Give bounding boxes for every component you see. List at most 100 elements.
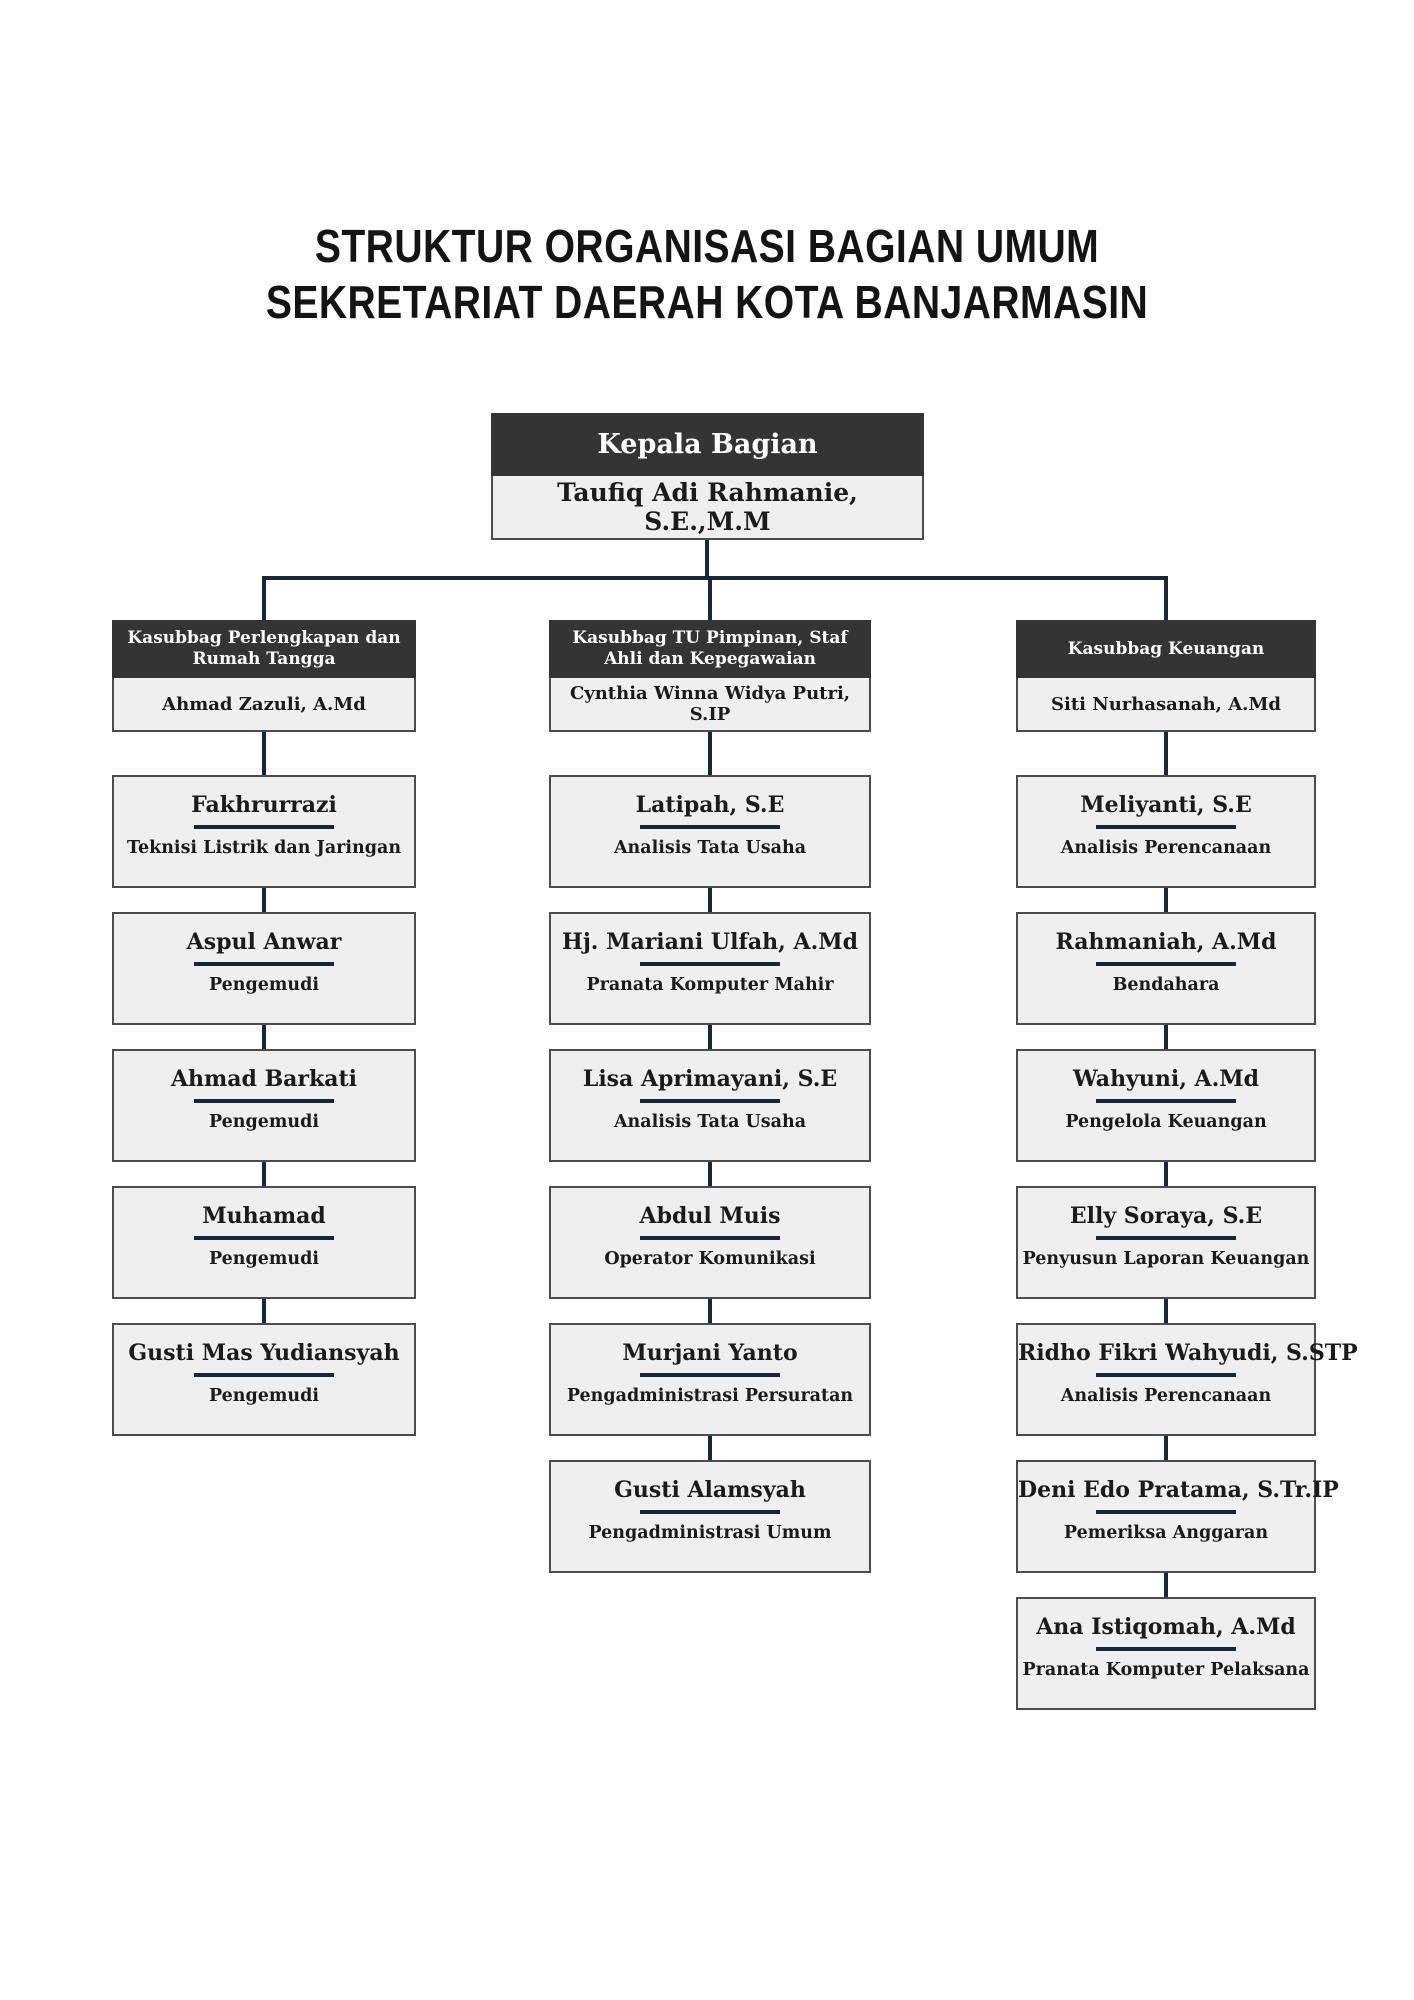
org-column: Kasubbag TU Pimpinan, Staf Ahli dan Kepe…	[549, 620, 871, 1573]
member-name: Muhamad	[202, 1203, 326, 1229]
page-title-line2: SEKRETARIAT DAERAH KOTA BANJARMASIN	[265, 276, 1149, 328]
vertical-connector	[1164, 888, 1168, 912]
name-underline	[1096, 962, 1236, 966]
org-column: Kasubbag Perlengkapan dan Rumah Tangga A…	[112, 620, 416, 1436]
name-underline	[1096, 1099, 1236, 1103]
member-role: Analisis Tata Usaha	[613, 1112, 807, 1132]
member-card: Muhamad Pengemudi	[112, 1186, 416, 1299]
name-underline	[1096, 1373, 1236, 1377]
name-underline	[1096, 1647, 1236, 1651]
member-name: Meliyanti, S.E	[1080, 792, 1252, 818]
member-name: Wahyuni, A.Md	[1073, 1066, 1259, 1092]
subunit-head-name: Ahmad Zazuli, A.Md	[112, 678, 416, 732]
page-title-line1: STRUKTUR ORGANISASI BAGIAN UMUM	[314, 220, 1100, 272]
vertical-connector	[262, 1299, 266, 1323]
subunit-head-name: Cynthia Winna Widya Putri, S.IP	[549, 678, 871, 732]
name-underline	[640, 1099, 780, 1103]
vertical-connector	[262, 1162, 266, 1186]
member-role: Operator Komunikasi	[604, 1249, 816, 1269]
member-name: Deni Edo Pratama, S.Tr.IP	[1018, 1477, 1339, 1503]
vertical-connector	[1164, 1025, 1168, 1049]
vertical-connector	[262, 732, 266, 775]
vertical-connector	[262, 1025, 266, 1049]
head-card: Kepala Bagian Taufiq Adi Rahmanie, S.E.,…	[491, 413, 924, 540]
name-underline	[640, 962, 780, 966]
member-card: Meliyanti, S.E Analisis Perencanaan	[1016, 775, 1316, 888]
name-underline	[640, 1510, 780, 1514]
subunit-title: Kasubbag Keuangan	[1016, 620, 1316, 678]
member-name: Latipah, S.E	[635, 792, 785, 818]
connector-rail	[262, 576, 1168, 580]
member-name: Ahmad Barkati	[170, 1066, 358, 1092]
member-card: Latipah, S.E Analisis Tata Usaha	[549, 775, 871, 888]
name-underline	[194, 1236, 334, 1240]
member-card: Ridho Fikri Wahyudi, S.STP Analisis Pere…	[1016, 1323, 1358, 1436]
vertical-connector	[262, 888, 266, 912]
member-card: Elly Soraya, S.E Penyusun Laporan Keuang…	[1016, 1186, 1316, 1299]
member-name: Elly Soraya, S.E	[1069, 1203, 1263, 1229]
member-card: Fakhrurrazi Teknisi Listrik dan Jaringan	[112, 775, 416, 888]
vertical-connector	[708, 1162, 712, 1186]
name-underline	[640, 1373, 780, 1377]
member-card: Hj. Mariani Ulfah, A.Md Pranata Komputer…	[549, 912, 871, 1025]
member-role: Pranata Komputer Mahir	[586, 975, 834, 995]
member-card: Abdul Muis Operator Komunikasi	[549, 1186, 871, 1299]
org-column: Kasubbag Keuangan Siti Nurhasanah, A.Md …	[1016, 620, 1358, 1710]
member-role: Pengadministrasi Umum	[588, 1523, 832, 1543]
connector-drop-left	[262, 578, 266, 622]
vertical-connector	[708, 1299, 712, 1323]
name-underline	[640, 825, 780, 829]
member-card: Murjani Yanto Pengadministrasi Persurata…	[549, 1323, 871, 1436]
name-underline	[1096, 1510, 1236, 1514]
vertical-connector	[1164, 1162, 1168, 1186]
member-card: Ahmad Barkati Pengemudi	[112, 1049, 416, 1162]
member-name: Gusti Mas Yudiansyah	[128, 1340, 400, 1366]
member-role: Penyusun Laporan Keuangan	[1022, 1249, 1310, 1269]
member-name: Abdul Muis	[639, 1203, 781, 1229]
name-underline	[194, 1099, 334, 1103]
vertical-connector	[708, 1436, 712, 1460]
head-card-name: Taufiq Adi Rahmanie, S.E.,M.M	[491, 476, 924, 540]
member-role: Pengemudi	[208, 1386, 320, 1406]
member-role: Pranata Komputer Pelaksana	[1022, 1660, 1310, 1680]
page-title: STRUKTUR ORGANISASI BAGIAN UMUM SEKRETAR…	[0, 218, 1414, 330]
member-name: Ana Istiqomah, A.Md	[1036, 1614, 1296, 1640]
vertical-connector	[1164, 1436, 1168, 1460]
member-name: Fakhrurrazi	[191, 792, 337, 818]
member-role: Pengemudi	[208, 1249, 320, 1269]
vertical-connector	[1164, 1299, 1168, 1323]
name-underline	[194, 962, 334, 966]
member-card: Lisa Aprimayani, S.E Analisis Tata Usaha	[549, 1049, 871, 1162]
member-name: Gusti Alamsyah	[614, 1477, 806, 1503]
member-card: Ana Istiqomah, A.Md Pranata Komputer Pel…	[1016, 1597, 1316, 1710]
connector-drop-right	[1164, 578, 1168, 622]
member-card: Wahyuni, A.Md Pengelola Keuangan	[1016, 1049, 1316, 1162]
connector-drop-middle	[708, 578, 712, 622]
member-name: Rahmaniah, A.Md	[1055, 929, 1277, 955]
member-name: Murjani Yanto	[622, 1340, 798, 1366]
name-underline	[640, 1236, 780, 1240]
subunit-title: Kasubbag Perlengkapan dan Rumah Tangga	[112, 620, 416, 678]
vertical-connector	[708, 1025, 712, 1049]
subunit-card: Kasubbag Keuangan Siti Nurhasanah, A.Md	[1016, 620, 1316, 732]
member-card: Gusti Mas Yudiansyah Pengemudi	[112, 1323, 416, 1436]
member-card: Rahmaniah, A.Md Bendahara	[1016, 912, 1316, 1025]
member-role: Pengelola Keuangan	[1065, 1112, 1267, 1132]
member-card: Gusti Alamsyah Pengadministrasi Umum	[549, 1460, 871, 1573]
member-card: Deni Edo Pratama, S.Tr.IP Pemeriksa Angg…	[1016, 1460, 1339, 1573]
member-role: Pengemudi	[208, 1112, 320, 1132]
member-name: Ridho Fikri Wahyudi, S.STP	[1018, 1340, 1358, 1366]
member-role: Pemeriksa Anggaran	[1063, 1523, 1269, 1543]
member-name: Lisa Aprimayani, S.E	[582, 1066, 838, 1092]
connector-stem	[705, 538, 709, 578]
vertical-connector	[708, 732, 712, 775]
member-role: Analisis Perencanaan	[1060, 1386, 1272, 1406]
name-underline	[1096, 825, 1236, 829]
member-card: Aspul Anwar Pengemudi	[112, 912, 416, 1025]
head-card-title: Kepala Bagian	[491, 413, 924, 476]
member-role: Analisis Perencanaan	[1060, 838, 1272, 858]
vertical-connector	[708, 888, 712, 912]
name-underline	[194, 1373, 334, 1377]
member-role: Pengemudi	[208, 975, 320, 995]
